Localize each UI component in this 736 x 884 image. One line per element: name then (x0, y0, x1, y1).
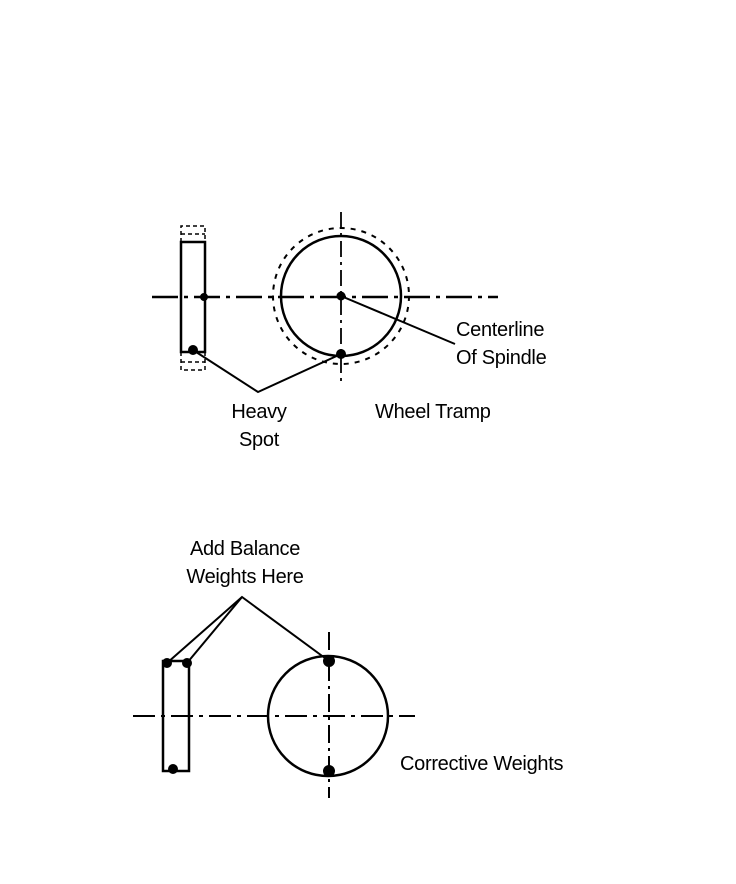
tire-side-tramp-outline (180, 225, 206, 371)
balance-weight-dot (168, 764, 178, 774)
corrective-weights-label: Corrective Weights (400, 753, 564, 775)
wheel-tramp-diagram (152, 212, 498, 394)
add-weights-label: Add Balance Weights Here (186, 538, 304, 588)
add-weights-leader (166, 595, 330, 664)
side-center-dot (200, 293, 208, 301)
wheel-tramp-label: Wheel Tramp (375, 401, 491, 423)
corrective-weights-diagram (133, 595, 415, 798)
add-weights-leader (186, 596, 243, 664)
heavy-spot-label: Heavy Spot (231, 401, 287, 451)
balance-weight-dot (323, 765, 335, 777)
centerline-leader (340, 295, 456, 345)
centerline-label: Centerline Of Spindle (456, 319, 547, 369)
heavy-spot-leader (192, 349, 342, 394)
